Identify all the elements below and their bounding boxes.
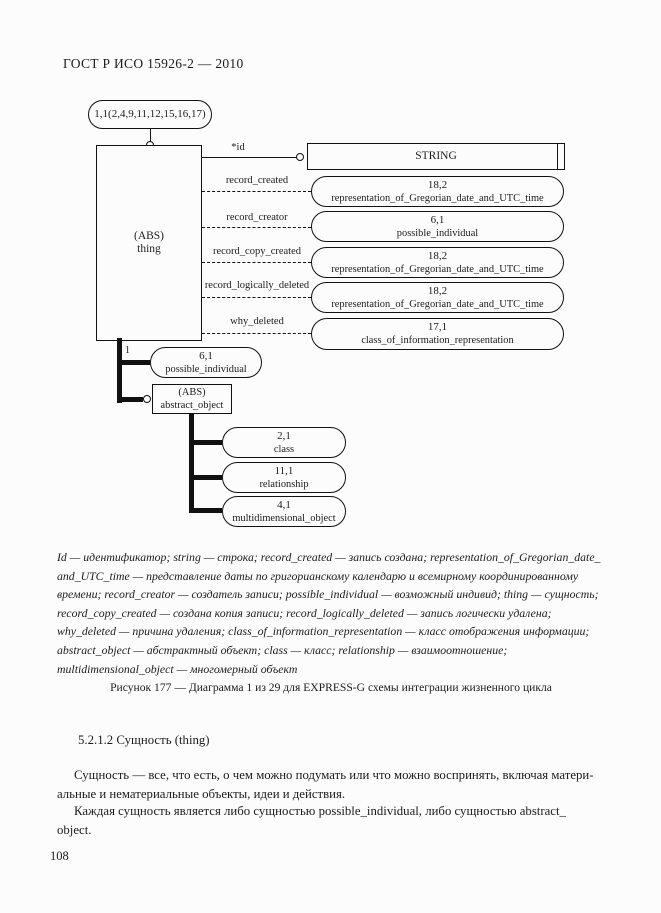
- attr-line-record-creator: [202, 227, 311, 228]
- ref-name: multidimensional_object: [232, 512, 336, 524]
- ref-number: 2,1: [277, 429, 291, 442]
- string-double-line-icon: [557, 144, 558, 169]
- attr-line-why-deleted: [202, 333, 311, 334]
- attr-label-id: *id: [231, 142, 245, 153]
- subtype-trunk-line: [117, 338, 122, 403]
- subtype-branch-possible-individual: [122, 360, 150, 365]
- paragraph-2: Каждая сущность является либо сущностью …: [57, 802, 607, 840]
- legend-line: Id — идентификатор; string — строка; rec…: [57, 550, 601, 564]
- entity-ref-representation-1: 18,2 representation_of_Gregorian_date_an…: [311, 176, 564, 207]
- legend-line: времени; record_creator — создатель запи…: [57, 587, 599, 602]
- ref-name: possible_individual: [396, 227, 479, 239]
- attr-line-id: [202, 157, 298, 158]
- page-number: 108: [50, 849, 69, 863]
- attr-label-record-creator: record_creator: [226, 212, 288, 223]
- type-box-string: STRING: [307, 143, 565, 170]
- attr-line-record-created: [202, 191, 311, 192]
- section-heading: 5.2.1.2 Сущность (thing): [78, 733, 210, 747]
- entity-ref-multidimensional-object: 4,1 multidimensional_object: [222, 496, 346, 527]
- attr-label-record-copy-created: record_copy_created: [212, 246, 302, 257]
- ref-name: representation_of_Gregorian_date_and_UTC…: [331, 298, 544, 310]
- figure-legend: Id — идентификатор; string — строка; rec…: [57, 548, 605, 678]
- entity-ref-relationship: 11,1 relationship: [222, 462, 346, 493]
- attr-line-record-copy-created: [202, 262, 311, 263]
- ref-name: possible_individual: [165, 363, 247, 375]
- ref-number: 11,1: [274, 464, 294, 477]
- ref-number: 18,2: [427, 178, 448, 191]
- thing-name-label: thing: [137, 243, 161, 255]
- page-ref-oval: 1,1(2,4,9,11,12,15,16,17): [88, 100, 212, 129]
- entity-ref-representation-3: 18,2 representation_of_Gregorian_date_an…: [311, 282, 564, 313]
- paragraph-line: Каждая сущность является либо сущностью …: [74, 804, 566, 818]
- figure-caption: Рисунок 177 — Диаграмма 1 из 29 для EXPR…: [110, 681, 552, 694]
- legend-line: why_deleted — причина удаления; class_of…: [57, 624, 590, 639]
- legend-line: record_copy_created — создана копия запи…: [57, 605, 552, 620]
- attr-line-record-logically-deleted: [202, 297, 311, 298]
- entity-ref-possible-individual: 6,1 possible_individual: [150, 347, 262, 378]
- document-header: ГОСТ Р ИСО 15926-2 — 2010: [63, 56, 244, 71]
- thing-abs-label: (ABS): [133, 230, 165, 242]
- ref-name: relationship: [259, 478, 309, 490]
- paragraph-line: object.: [57, 823, 92, 837]
- subtype-branch-relationship: [194, 475, 222, 480]
- ref-number: 18,2: [427, 284, 448, 297]
- subtype-branch-multidimensional-object: [194, 508, 222, 513]
- entity-ref-class: 2,1 class: [222, 427, 346, 458]
- paragraph-line: Сущность — все, что есть, о чем можно по…: [74, 768, 594, 782]
- ref-number: 17,1: [427, 321, 448, 333]
- legend-line: and_UTC_time — представление даты по гри…: [57, 568, 579, 583]
- abstract-name-label: abstract_object: [160, 400, 224, 411]
- attr-label-record-created: record_created: [225, 175, 289, 186]
- entity-ref-representation-2: 18,2 representation_of_Gregorian_date_an…: [311, 247, 564, 278]
- id-connector-circle-icon: [296, 153, 304, 161]
- abstract-subtype-trunk-line: [189, 413, 194, 513]
- subtype-branch-class: [194, 440, 222, 445]
- ref-number: 18,2: [427, 249, 448, 262]
- ref-name: class: [273, 443, 295, 455]
- entity-ref-possible-individual-right: 6,1 possible_individual: [311, 211, 564, 242]
- ref-number: 6,1: [430, 213, 445, 226]
- legend-line: abstract_object — абстрактный объект; cl…: [57, 642, 508, 657]
- abstract-object-connector-circle-icon: [143, 395, 151, 403]
- abstract-abs-label: (ABS): [178, 387, 206, 398]
- ref-name: representation_of_Gregorian_date_and_UTC…: [331, 192, 544, 204]
- entity-box-abstract-object: (ABS) abstract_object: [152, 384, 232, 414]
- ref-name: representation_of_Gregorian_date_and_UTC…: [331, 263, 544, 275]
- ref-number: 4,1: [277, 498, 291, 511]
- page-ref-label: 1,1(2,4,9,11,12,15,16,17): [94, 108, 206, 120]
- attr-label-record-logically-deleted: record_logically_deleted: [204, 280, 310, 291]
- attr-label-why-deleted: why_deleted: [230, 316, 284, 327]
- ref-number: 6,1: [199, 349, 213, 362]
- legend-line: multidimensional_object — многомерный об…: [57, 661, 298, 676]
- ref-name: class_of_information_representation: [361, 335, 514, 346]
- entity-ref-class-of-information-representation: 17,1 class_of_information_representation: [311, 318, 564, 350]
- entity-box-thing: (ABS) thing: [96, 145, 202, 341]
- paragraph-line: альные и нематериальные объекты, идеи и …: [57, 787, 346, 801]
- paragraph-1: Сущность — все, что есть, о чем можно по…: [57, 766, 607, 804]
- subtype-branch-abstract-object: [122, 397, 143, 402]
- cardinality-label: 1: [125, 345, 130, 356]
- string-label: STRING: [415, 150, 457, 162]
- page-ref-connector-line: [150, 129, 151, 143]
